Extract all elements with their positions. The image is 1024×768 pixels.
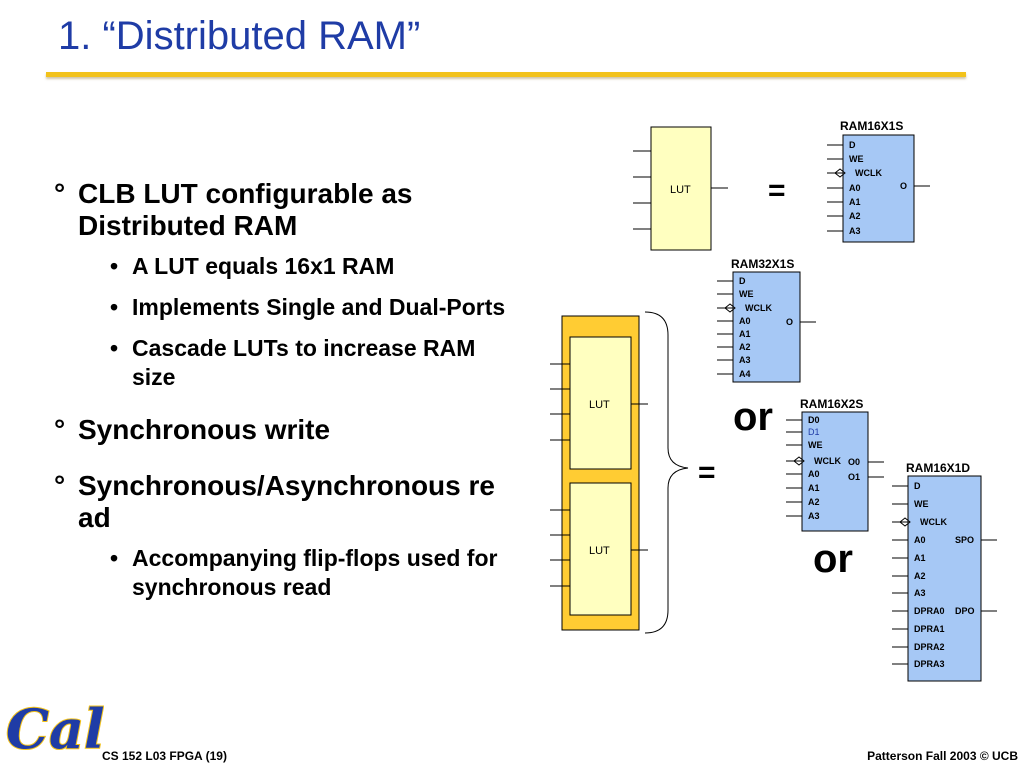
lut-block (650, 126, 712, 251)
sub-bullet-lut-16x1: • A LUT equals 16x1 RAM (106, 252, 512, 281)
ram32x1s-pin-label: WE (739, 289, 754, 299)
equals-sign: = (768, 174, 786, 207)
ram16x1d-pin-label: A1 (914, 553, 926, 563)
sub-bullet-text: Cascade LUTs to increase RAM size (132, 335, 476, 390)
ram16x2s-pin-label: A1 (808, 483, 820, 493)
ram16x1d-pin-label: WCLK (920, 517, 947, 527)
ram16x1s-pin-label: WCLK (855, 168, 882, 178)
ram16x1d-pin-label: A3 (914, 588, 926, 598)
lut-label: LUT (670, 184, 691, 196)
slide-title: 1. “Distributed RAM” (58, 14, 421, 58)
bullet-sync-async-read: ° Synchronous/Asynchronous read (52, 470, 498, 534)
sub-bullet-ports: • Implements Single and Dual-Ports (106, 293, 512, 322)
ram32x1s-pin-label: A3 (739, 355, 751, 365)
ram32x1s-pin-label: A0 (739, 316, 751, 326)
ram16x2s-pin-label: D0 (808, 415, 820, 425)
bullet-text: Synchronous/Asynchronous read (78, 470, 495, 533)
ram16x1s-pin-label: A1 (849, 197, 861, 207)
ram16x1d-pin-label: A0 (914, 535, 926, 545)
ram16x2s-title: RAM16X2S (800, 397, 863, 411)
ram16x2s-pin-label: WCLK (814, 456, 841, 466)
ram32x1s-pin-label: A1 (739, 329, 751, 339)
clock-marker (724, 303, 736, 313)
ram16x1d-pin-label: A2 (914, 571, 926, 581)
bullet-marker: ° (54, 470, 66, 501)
equals-sign: = (698, 456, 716, 489)
lut-block (569, 336, 632, 470)
clock-marker (793, 456, 805, 466)
ram16x1d-pin-label: DPRA3 (914, 659, 945, 669)
sub-bullet-marker: • (110, 545, 119, 571)
ram16x1s-pin-label: A2 (849, 211, 861, 221)
footer-credit: Patterson Fall 2003 © UCB (867, 749, 1018, 763)
lut-label: LUT (589, 545, 610, 557)
footer-course: CS 152 L03 FPGA (19) (102, 749, 227, 763)
sub-bullet-text: Implements Single and Dual-Ports (132, 294, 506, 320)
ram16x1d-pin-label: DPRA2 (914, 642, 945, 652)
ram16x1d-pin-label: DPRA1 (914, 624, 945, 634)
ram16x1s-title: RAM16X1S (840, 119, 903, 133)
bullet-text: CLB LUT configurable as Distributed RAM (78, 178, 413, 241)
ram16x1s-block (842, 134, 915, 243)
ram16x1s-pin-label: A0 (849, 183, 861, 193)
sub-bullet-text: A LUT equals 16x1 RAM (132, 253, 395, 279)
ram16x2s-pin-label: A3 (808, 511, 820, 521)
ram16x1d-pin-label: DPRA0 (914, 606, 945, 616)
sub-bullet-text: Accompanying flip-flops used for synchro… (132, 545, 498, 600)
ram16x1s-pin-label: WE (849, 154, 864, 164)
ram16x2s-output-label: O0 (848, 457, 860, 467)
bullet-clb-lut: ° CLB LUT configurable as Distributed RA… (52, 178, 512, 242)
bullet-marker: ° (54, 414, 66, 445)
ram32x1s-pin-label: D (739, 276, 746, 286)
ram16x1s-output-label: O (900, 181, 907, 191)
clock-marker (834, 168, 846, 178)
ram16x1d-block (907, 475, 982, 682)
bullet-marker: ° (54, 178, 66, 209)
ram16x1d-title: RAM16X1D (906, 461, 970, 475)
lut-label: LUT (589, 399, 610, 411)
sub-bullet-flip-flops: • Accompanying flip-flops used for synch… (106, 544, 512, 602)
sub-bullet-marker: • (110, 335, 119, 361)
sub-bullet-marker: • (110, 294, 119, 320)
ram16x1d-output-label: DPO (955, 606, 975, 616)
title-underline (46, 72, 966, 77)
ram32x1s-pin-label: A2 (739, 342, 751, 352)
or-label: or (813, 537, 853, 581)
cal-logo-text: Cal (6, 697, 104, 761)
ram16x1d-output-label: SPO (955, 535, 974, 545)
ram32x1s-output-label: O (786, 317, 793, 327)
ram16x2s-block (801, 411, 869, 532)
ram32x1s-block (732, 271, 801, 383)
ram32x1s-title: RAM32X1S (731, 257, 794, 271)
ram16x1s-pin-label: D (849, 140, 856, 150)
ram16x1d-pin-label: D (914, 481, 921, 491)
or-label: or (733, 395, 773, 439)
sub-bullet-cascade: • Cascade LUTs to increase RAM size (106, 334, 512, 392)
sub-bullet-marker: • (110, 253, 119, 279)
ram16x2s-pin-label: A0 (808, 469, 820, 479)
clock-marker (899, 517, 911, 527)
ram16x2s-pin-label: WE (808, 440, 823, 450)
bullet-text: Synchronous write (78, 414, 331, 445)
bullet-sync-write: ° Synchronous write (52, 414, 512, 446)
ram16x1d-pin-label: WE (914, 499, 929, 509)
ram16x1s-pin-label: A3 (849, 226, 861, 236)
grouping-brace (644, 311, 689, 634)
lut-block (569, 482, 632, 616)
ram16x2s-pin-label: D1 (808, 427, 820, 437)
bullet-list: ° CLB LUT configurable as Distributed RA… (52, 178, 512, 602)
ram16x2s-output-label: O1 (848, 472, 860, 482)
ram16x2s-pin-label: A2 (808, 497, 820, 507)
ram32x1s-pin-label: WCLK (745, 303, 772, 313)
cal-logo: Cal (5, 696, 104, 762)
ram32x1s-pin-label: A4 (739, 369, 751, 379)
